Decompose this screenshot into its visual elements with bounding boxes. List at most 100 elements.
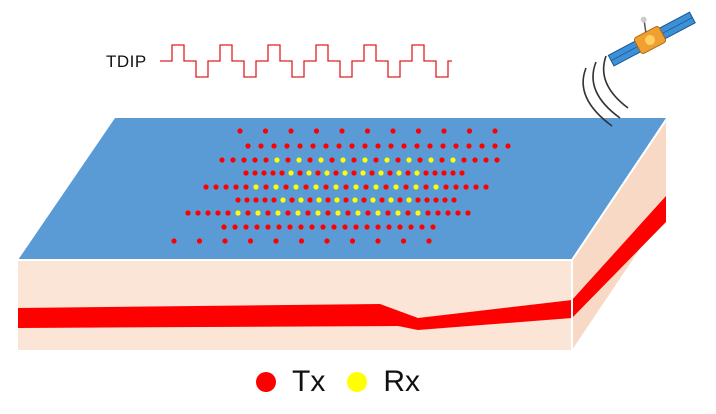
rx-electrode <box>235 210 241 216</box>
tx-electrode <box>419 224 425 230</box>
tx-electrode <box>247 238 254 244</box>
tx-electrode <box>339 128 345 134</box>
tx-electrode <box>427 143 433 149</box>
rx-electrode <box>406 157 412 163</box>
tx-electrode <box>439 157 445 163</box>
tx-electrode <box>351 157 357 163</box>
tx-electrode <box>375 238 381 244</box>
tx-electrode <box>284 143 290 149</box>
rx-electrode <box>370 197 376 203</box>
tx-electrode <box>263 157 269 163</box>
tx-electrode <box>223 184 229 190</box>
tx-electrode <box>353 224 359 230</box>
rx-electrode <box>274 157 280 163</box>
tx-electrode <box>219 157 225 163</box>
tx-electrode <box>307 157 313 163</box>
tx-electrode <box>232 224 238 230</box>
tx-electrode <box>171 238 177 244</box>
rx-electrode <box>413 184 419 190</box>
rx-electrode <box>428 157 434 163</box>
rx-electrode <box>388 197 394 203</box>
tx-electrode <box>263 184 269 190</box>
tx-electrode <box>245 143 251 149</box>
tx-electrode <box>432 170 438 176</box>
tx-electrode <box>408 224 414 230</box>
tx-electrode <box>305 210 311 216</box>
tx-electrode <box>492 128 498 134</box>
tx-electrode <box>440 143 446 149</box>
tx-electrode <box>243 170 249 176</box>
tx-electrode <box>265 224 271 230</box>
tx-electrode <box>453 184 459 190</box>
rx-electrode <box>315 210 321 216</box>
tx-electrode <box>271 143 277 149</box>
tx-electrode <box>455 210 461 216</box>
tx-electrode <box>430 224 436 230</box>
tx-legend-marker <box>256 372 276 392</box>
tx-electrode <box>298 224 304 230</box>
tx-electrode <box>287 224 293 230</box>
tx-electrode <box>265 210 271 216</box>
tx-electrode <box>415 128 422 134</box>
tx-electrode <box>262 197 268 203</box>
tx-electrode <box>313 128 320 134</box>
rx-electrode <box>433 184 439 190</box>
rx-electrode <box>396 170 402 176</box>
tx-electrode <box>450 170 456 176</box>
tx-electrode <box>479 143 485 149</box>
tx-electrode <box>369 170 375 176</box>
tx-electrode <box>459 170 465 176</box>
tx-electrode <box>461 157 467 163</box>
tx-electrode <box>261 170 267 176</box>
tx-electrode <box>298 238 305 244</box>
tx-electrode <box>375 224 381 230</box>
tx-electrode <box>258 143 264 149</box>
tx-electrode <box>243 224 249 230</box>
tx-electrode <box>241 157 247 163</box>
rx-electrode <box>373 184 379 190</box>
tx-electrode <box>271 197 277 203</box>
tdip-label: TDIP <box>106 52 147 71</box>
tx-electrode <box>445 210 451 216</box>
tx-electrode <box>185 210 191 216</box>
tx-electrode <box>379 197 385 203</box>
rx-electrode <box>335 210 341 216</box>
tx-electrode <box>195 210 201 216</box>
tx-electrode <box>349 238 356 244</box>
tx-electrode <box>254 224 260 230</box>
tx-electrode <box>323 143 329 149</box>
tx-electrode <box>441 170 447 176</box>
tx-electrode <box>351 170 357 176</box>
tx-electrode <box>466 143 472 149</box>
tx-electrode <box>324 238 330 244</box>
tx-electrode <box>276 224 282 230</box>
tx-electrode <box>473 184 479 190</box>
tx-electrode <box>285 157 291 163</box>
tx-electrode <box>395 157 401 163</box>
rx-electrode <box>384 157 390 163</box>
tx-electrode <box>331 224 337 230</box>
rx-electrode <box>378 170 384 176</box>
tx-electrode <box>403 184 409 190</box>
tx-electrode <box>297 170 303 176</box>
tx-electrode <box>472 157 478 163</box>
tx-legend-label: Tx <box>292 365 326 398</box>
tx-electrode <box>252 157 258 163</box>
tx-electrode <box>252 170 258 176</box>
rx-electrode <box>415 210 421 216</box>
rx-electrode <box>342 170 348 176</box>
tx-electrode <box>297 143 303 149</box>
tx-electrode <box>323 184 329 190</box>
rx-electrode <box>362 157 368 163</box>
tx-electrode <box>466 128 473 134</box>
tx-electrode <box>245 210 251 216</box>
tx-electrode <box>465 210 471 216</box>
tx-electrode <box>373 157 379 163</box>
tx-electrode <box>443 184 449 190</box>
tx-electrode <box>283 184 289 190</box>
rx-electrode <box>313 184 319 190</box>
tx-electrode <box>315 170 321 176</box>
rx-electrode <box>306 170 312 176</box>
tx-electrode <box>262 128 269 134</box>
